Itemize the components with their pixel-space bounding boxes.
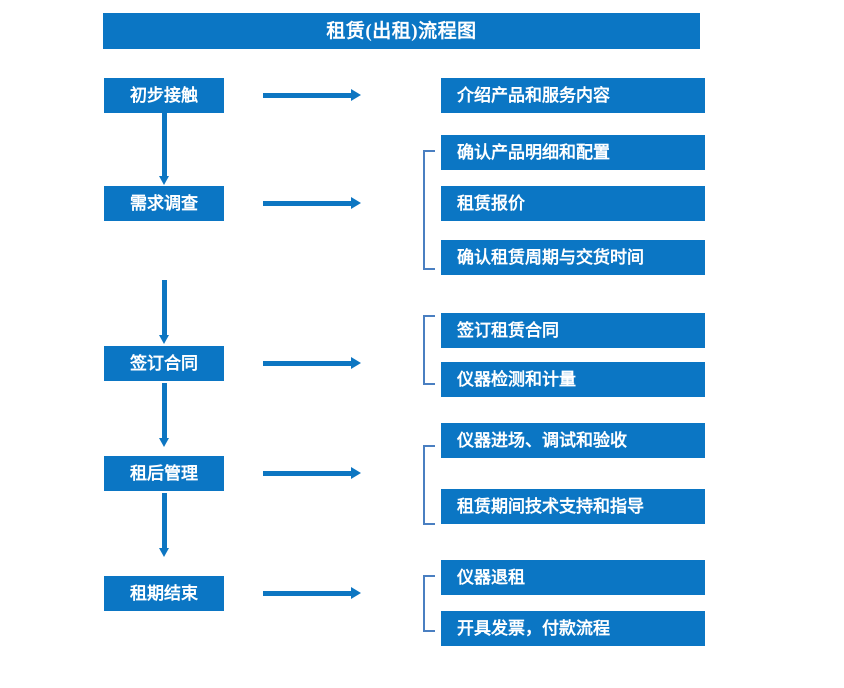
chart-title-banner: 租赁(出租)流程图	[103, 13, 700, 49]
stage-label-2: 需求调查	[130, 194, 198, 213]
detail-label-4-1: 仪器进场、调试和验收	[457, 431, 627, 450]
detail-box-5-1[interactable]: 仪器退租	[441, 560, 705, 595]
detail-box-3-2[interactable]: 仪器检测和计量	[441, 362, 705, 397]
vertical-arrow-4	[159, 493, 169, 557]
arrow-shaft	[162, 280, 167, 335]
stage-box-3[interactable]: 签订合同	[104, 346, 224, 381]
detail-box-3-1[interactable]: 签订租赁合同	[441, 313, 705, 348]
vertical-arrow-3	[159, 383, 169, 447]
arrow-head	[351, 89, 361, 101]
group-bracket-5	[423, 575, 435, 632]
detail-box-2-1[interactable]: 确认产品明细和配置	[441, 135, 705, 170]
arrow-shaft	[162, 113, 167, 176]
group-bracket-3	[423, 315, 435, 385]
arrow-shaft	[263, 591, 352, 596]
arrow-head	[159, 438, 169, 447]
detail-box-4-2[interactable]: 租赁期间技术支持和指导	[441, 489, 705, 524]
arrow-head	[351, 357, 361, 369]
detail-label-3-2: 仪器检测和计量	[457, 370, 576, 389]
horizontal-arrow-5	[263, 586, 361, 600]
stage-box-4[interactable]: 租后管理	[104, 456, 224, 491]
horizontal-arrow-4	[263, 466, 361, 480]
detail-box-4-1[interactable]: 仪器进场、调试和验收	[441, 423, 705, 458]
arrow-head	[159, 548, 169, 557]
detail-label-2-1: 确认产品明细和配置	[457, 143, 610, 162]
detail-label-5-2: 开具发票，付款流程	[457, 619, 610, 638]
arrow-shaft	[162, 493, 167, 548]
page-title: 租赁(出租)流程图	[326, 20, 477, 42]
arrow-head	[159, 176, 169, 185]
arrow-shaft	[263, 201, 352, 206]
arrow-shaft	[263, 93, 352, 98]
detail-box-2-3[interactable]: 确认租赁周期与交货时间	[441, 240, 705, 275]
arrow-shaft	[263, 471, 352, 476]
detail-box-5-2[interactable]: 开具发票，付款流程	[441, 611, 705, 646]
vertical-arrow-1	[159, 113, 169, 185]
detail-box-1-1[interactable]: 介绍产品和服务内容	[441, 78, 705, 113]
group-bracket-4	[423, 445, 435, 525]
horizontal-arrow-1	[263, 88, 361, 102]
detail-label-1-1: 介绍产品和服务内容	[457, 86, 610, 105]
stage-box-5[interactable]: 租期结束	[104, 576, 224, 611]
detail-label-5-1: 仪器退租	[457, 568, 525, 587]
stage-box-2[interactable]: 需求调查	[104, 186, 224, 221]
arrow-head	[351, 467, 361, 479]
stage-label-1: 初步接触	[130, 86, 198, 105]
stage-box-1[interactable]: 初步接触	[104, 78, 224, 113]
detail-box-2-2[interactable]: 租赁报价	[441, 186, 705, 221]
horizontal-arrow-3	[263, 356, 361, 370]
group-bracket-2	[423, 150, 435, 270]
detail-label-2-2: 租赁报价	[457, 194, 525, 213]
stage-label-3: 签订合同	[130, 354, 198, 373]
arrow-head	[351, 587, 361, 599]
arrow-shaft	[263, 361, 352, 366]
arrow-head	[351, 197, 361, 209]
arrow-shaft	[162, 383, 167, 438]
horizontal-arrow-2	[263, 196, 361, 210]
detail-label-3-1: 签订租赁合同	[457, 321, 559, 340]
detail-label-2-3: 确认租赁周期与交货时间	[457, 248, 644, 267]
arrow-head	[159, 335, 169, 344]
stage-label-5: 租期结束	[130, 584, 198, 603]
stage-label-4: 租后管理	[130, 464, 198, 483]
vertical-arrow-2	[159, 280, 169, 344]
detail-label-4-2: 租赁期间技术支持和指导	[457, 497, 644, 516]
